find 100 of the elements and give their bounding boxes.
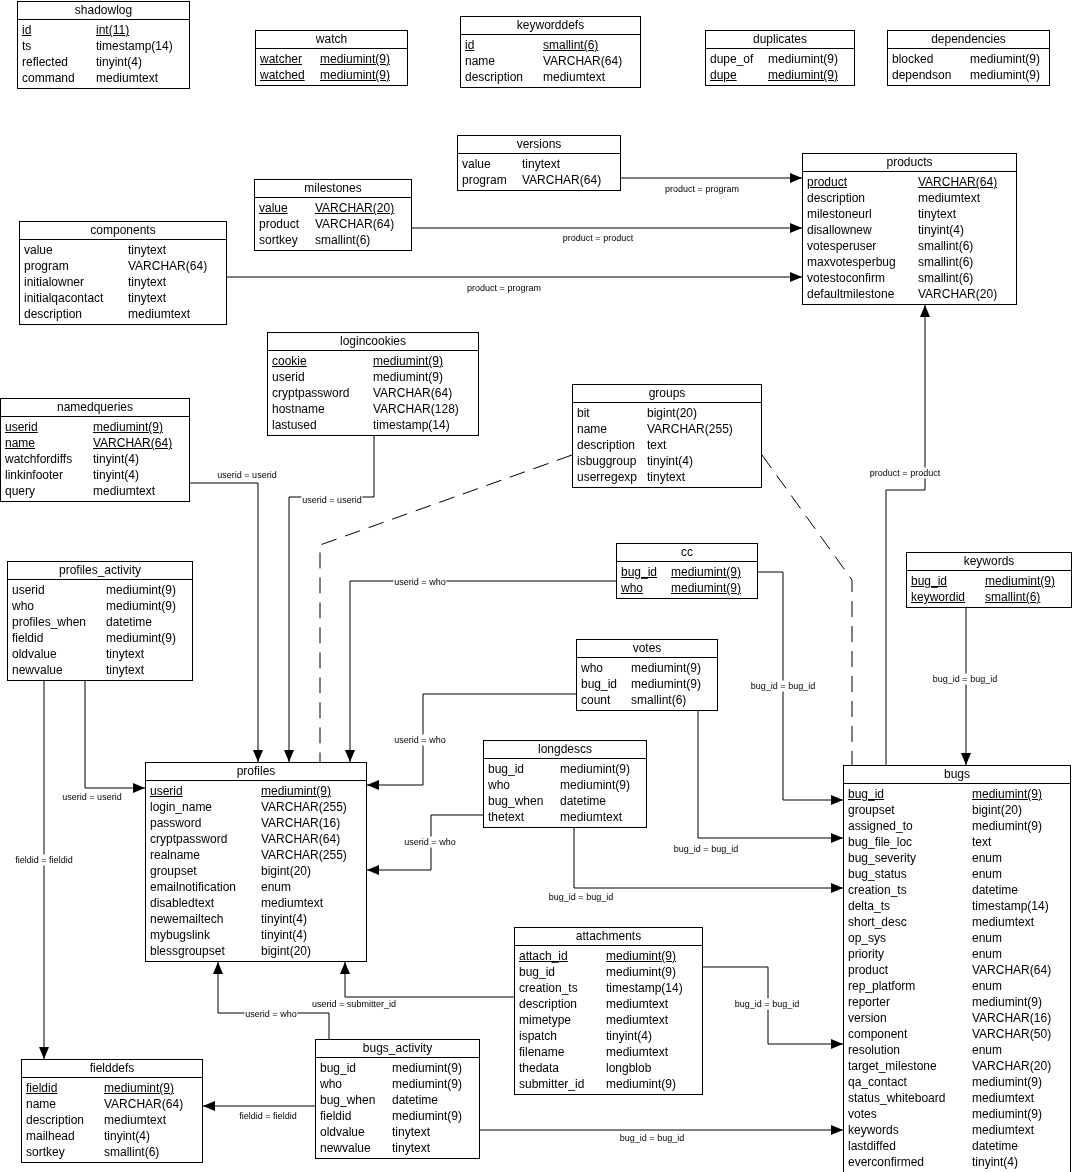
relationship-arrow (39, 680, 49, 1060)
column-name: keywordid (911, 589, 966, 605)
table-box (21, 1059, 203, 1163)
relationship-arrow (189, 482, 263, 763)
column-name: description (24, 306, 83, 322)
column-type: mediumint(9) (320, 67, 391, 83)
column-type: mediumtext (972, 914, 1035, 930)
column-type: tinyint(4) (918, 222, 964, 238)
column-type: enum (972, 866, 1003, 882)
column-name: value (462, 156, 491, 172)
column-name: maxvotesperbug (807, 254, 896, 270)
column-name: keywords (848, 1122, 899, 1138)
column-type: timestamp(14) (373, 417, 450, 433)
column-type: longblob (606, 1060, 652, 1076)
column-type: mediumint(9) (261, 783, 332, 799)
column-type: timestamp(14) (972, 898, 1049, 914)
table-title: keyworddefs (461, 17, 640, 35)
table-box (19, 221, 227, 325)
table-title: groups (573, 385, 761, 403)
column-name: cryptpassword (150, 831, 228, 847)
column-name: name (465, 53, 496, 69)
column-name: realname (150, 847, 201, 863)
table-title: milestones (255, 180, 411, 198)
column-name: who (488, 777, 510, 793)
column-name: name (26, 1096, 57, 1112)
column-name: bug_id (320, 1060, 357, 1076)
column-name: reflected (22, 54, 69, 70)
column-name: program (24, 258, 69, 274)
column-type: VARCHAR(20) (972, 1058, 1052, 1074)
table-box (255, 30, 408, 86)
column-name: value (24, 242, 53, 258)
table-title: fielddefs (22, 1060, 202, 1078)
column-type: mediumint(9) (768, 51, 839, 67)
column-name: bug_severity (848, 850, 917, 866)
column-name: dupe (710, 67, 737, 83)
column-type: mediumint(9) (392, 1076, 463, 1092)
column-name: everconfirmed (848, 1154, 925, 1170)
column-name: profiles_when (12, 614, 87, 630)
relationship-arrow (702, 966, 844, 1049)
column-type: VARCHAR(64) (373, 385, 453, 401)
column-type: mediumint(9) (671, 564, 742, 580)
column-name: ispatch (519, 1028, 558, 1044)
column-type: VARCHAR(20) (918, 286, 998, 302)
column-name: ts (22, 38, 32, 54)
column-type: mediumint(9) (606, 948, 677, 964)
column-type: mediumtext (606, 1012, 669, 1028)
relationship-arrow (961, 607, 971, 766)
edge-label: userid = userid (61, 791, 123, 803)
column-type: VARCHAR(255) (647, 421, 733, 437)
column-name: description (465, 69, 524, 85)
column-name: dependson (892, 67, 952, 83)
column-name: creation_ts (519, 980, 578, 996)
column-name: votes (848, 1106, 877, 1122)
column-name: lastused (272, 417, 317, 433)
column-name: newvalue (320, 1140, 371, 1156)
column-type: tinyint(4) (261, 911, 307, 927)
column-type: mediumint(9) (606, 964, 677, 980)
column-name: userid (150, 783, 183, 799)
table-box (576, 639, 718, 711)
column-type: tinytext (128, 274, 166, 290)
relationship-arrow (620, 173, 803, 183)
table-title: components (20, 222, 226, 240)
column-type: VARCHAR(50) (972, 1026, 1052, 1042)
column-type: mediumtext (261, 895, 324, 911)
column-type: enum (972, 946, 1003, 962)
column-name: initialowner (24, 274, 85, 290)
column-name: rep_platform (848, 978, 916, 994)
column-name: name (577, 421, 608, 437)
table-box (145, 762, 367, 962)
table-box (483, 740, 647, 828)
table-box (315, 1039, 480, 1159)
column-type: bigint(20) (647, 405, 698, 421)
column-name: oldvalue (320, 1124, 365, 1140)
edge-label: userid = who (244, 1008, 298, 1020)
column-type: mediumint(9) (970, 67, 1041, 83)
column-type: mediumint(9) (972, 818, 1043, 834)
table-title: shadowlog (18, 2, 189, 20)
table-title: attachments (515, 928, 702, 946)
column-name: who (621, 580, 643, 596)
column-name: bug_id (911, 573, 948, 589)
column-type: smallint(6) (985, 589, 1041, 605)
relationship-arrow (366, 814, 484, 875)
column-name: watched (260, 67, 305, 83)
edge-label: bug_id = bug_id (931, 673, 999, 685)
column-name: thedata (519, 1060, 560, 1076)
column-type: tinytext (106, 662, 144, 678)
column-name: newvalue (12, 662, 63, 678)
edge-label: userid = who (393, 734, 447, 746)
column-name: bit (577, 405, 590, 421)
column-type: smallint(6) (543, 37, 599, 53)
column-name: filename (519, 1044, 565, 1060)
column-type: mediumint(9) (560, 777, 631, 793)
column-type: mediumtext (972, 1090, 1035, 1106)
column-name: blocked (892, 51, 934, 67)
column-type: tinyint(4) (647, 453, 693, 469)
column-name: userid (272, 369, 305, 385)
table-title: bugs_activity (316, 1040, 479, 1058)
column-type: mediumtext (128, 306, 191, 322)
column-name: oldvalue (12, 646, 57, 662)
column-type: tinyint(4) (261, 927, 307, 943)
